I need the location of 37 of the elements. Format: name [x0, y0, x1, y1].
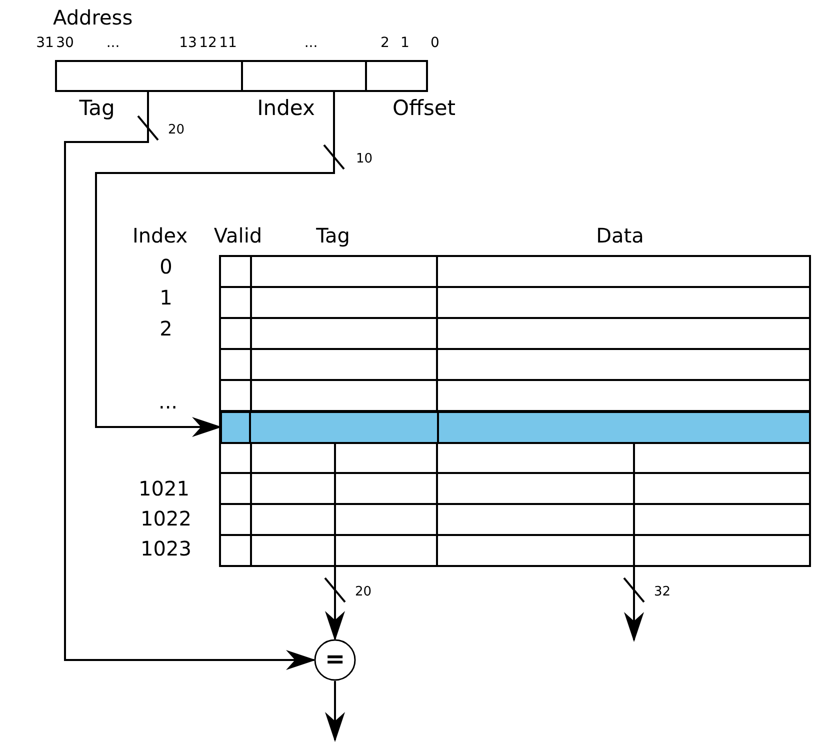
bus-width-label: 10 [356, 152, 373, 166]
row-index: ... [158, 390, 178, 414]
bus-width-label: 20 [168, 122, 185, 138]
row-index: 0 [160, 256, 172, 278]
field-label: Offset [392, 96, 456, 120]
connector-arrow [325, 681, 345, 742]
row-index: 2 [160, 318, 172, 340]
connector-arrow [64, 92, 316, 670]
bus-width-label: 20 [355, 584, 372, 600]
row-index: 1023 [140, 538, 192, 560]
connector-arrow [325, 444, 345, 641]
bit-number: 30 [56, 34, 74, 52]
column-header: Tag [316, 224, 350, 248]
bit-number: 0 [430, 34, 440, 52]
equals-sign: = [324, 646, 346, 670]
bit-number: ... [106, 34, 120, 52]
row-index: 1021 [138, 478, 190, 500]
column-header: Index [132, 224, 188, 248]
field-label: Index [257, 96, 315, 120]
bit-number: 2 [380, 34, 390, 52]
row-index: 1022 [140, 508, 192, 530]
column-header: Data [596, 224, 644, 248]
bit-number: 31 [36, 34, 54, 52]
connector-arrow [95, 92, 335, 437]
connector-arrow [624, 444, 644, 642]
bit-number: ... [304, 34, 318, 52]
comparator-circle [314, 639, 356, 681]
selected-cache-row [220, 411, 811, 444]
bit-number: 1 [400, 34, 410, 52]
bus-width-label: 32 [654, 584, 671, 600]
bit-number: 11 [219, 34, 237, 52]
column-header: Valid [214, 224, 262, 248]
row-index: 1 [160, 286, 172, 310]
address-title: Address [53, 6, 133, 30]
field-label: Tag [79, 96, 115, 120]
bit-number: 13 [179, 34, 197, 52]
bit-number: 12 [199, 34, 217, 52]
